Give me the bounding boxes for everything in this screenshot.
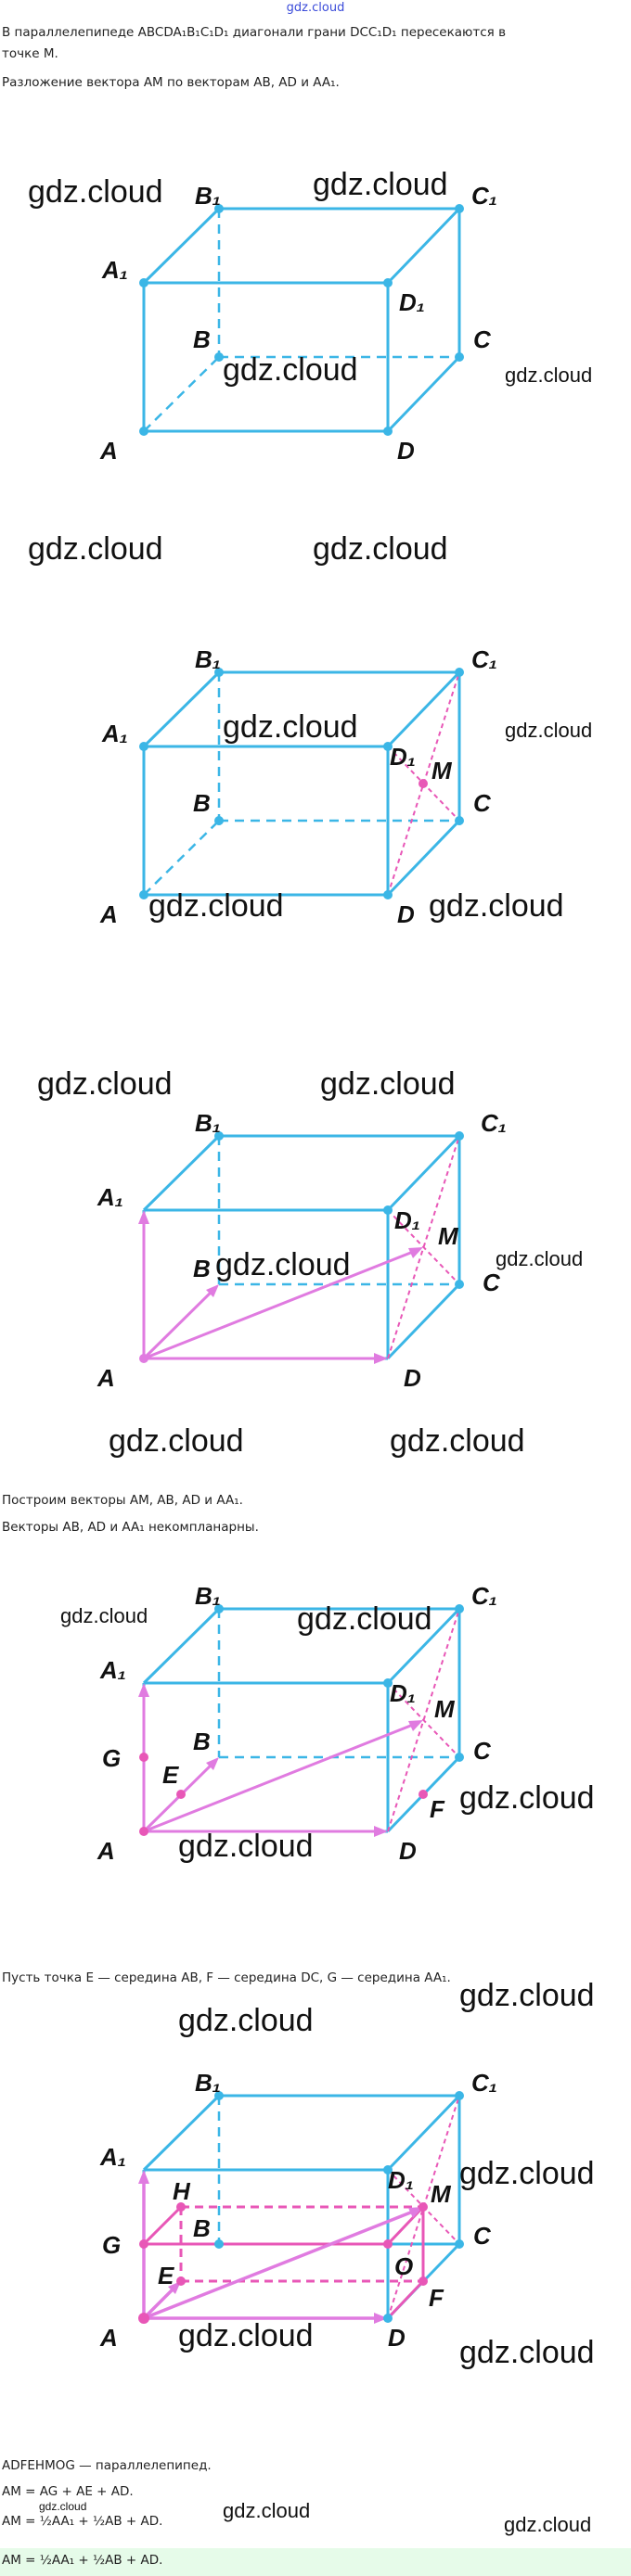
svg-text:C: C	[483, 1269, 501, 1296]
svg-text:D₁: D₁	[390, 743, 416, 771]
text-vectors-line-1: Построим векторы AM, AB, AD и AA₁.	[2, 1493, 243, 1508]
watermark: gdz.cloud	[505, 719, 593, 742]
watermark: gdz.cloud	[178, 2003, 314, 2038]
label-B: B	[193, 325, 211, 353]
watermark: gdz.cloud	[390, 1423, 525, 1459]
site-header[interactable]: gdz.cloud	[286, 1, 345, 15]
svg-text:C: C	[473, 1737, 492, 1765]
svg-text:B: B	[193, 789, 211, 817]
svg-text:A₁: A₁	[101, 720, 128, 747]
intro-line-1: В параллелепипеде ABCDA₁B₁C₁D₁ диагонали…	[2, 25, 507, 40]
svg-text:M: M	[438, 1222, 459, 1250]
watermark: gdz.cloud	[109, 1423, 244, 1459]
svg-text:H: H	[173, 2177, 191, 2205]
svg-text:E: E	[158, 2262, 174, 2289]
intro-line-2: точке M.	[2, 46, 58, 61]
watermark: gdz.cloud	[223, 352, 358, 388]
svg-text:G: G	[102, 1744, 121, 1772]
figure-3-parallelepiped-vectors: A B C D A₁ B₁ C₁ D₁ M	[97, 1109, 507, 1392]
svg-text:F: F	[430, 1795, 445, 1823]
svg-text:O: O	[394, 2252, 413, 2280]
svg-text:B₁: B₁	[195, 645, 221, 673]
svg-text:D: D	[399, 1837, 417, 1865]
watermark: gdz.cloud	[504, 2513, 592, 2536]
svg-text:F: F	[429, 2284, 444, 2312]
figure-4-parallelepiped-midpoints: A B C D A₁ B₁ C₁ D₁ M G E F	[97, 1582, 497, 1865]
watermark: gdz.cloud	[148, 888, 284, 924]
svg-text:C: C	[473, 2222, 492, 2250]
text-midpoints: Пусть точка E — середина AB, F — середин…	[2, 1970, 451, 1985]
watermark: gdz.cloud	[60, 1604, 148, 1627]
watermark: gdz.cloud	[313, 531, 448, 567]
watermark: gdz.cloud	[313, 167, 448, 202]
svg-text:M: M	[431, 757, 453, 784]
watermark: gdz.cloud	[215, 1247, 351, 1282]
text-final-line-3: AM = ½AA₁ + ½AB + AD.	[2, 2514, 163, 2529]
text-final-line-1: ADFEHMOG — параллелепипед.	[2, 2458, 212, 2473]
figure-5-parallelepiped-adfehmog: A B C D A₁ B₁ C₁ D₁ M G E F H O	[99, 2069, 497, 2352]
text-final-line-4: AM = ½AA₁ + ½AB + AD.	[2, 2553, 163, 2568]
watermark: gdz.cloud	[178, 1829, 314, 1864]
svg-text:A₁: A₁	[99, 2143, 126, 2171]
watermark: gdz.cloud	[429, 888, 564, 924]
figure-2-parallelepiped-diagonals: A B C D A₁ B₁ C₁ D₁ M	[99, 645, 497, 928]
svg-text:B₁: B₁	[195, 1582, 221, 1610]
watermark: gdz.cloud	[297, 1601, 432, 1637]
svg-text:D₁: D₁	[390, 1679, 416, 1707]
watermark: gdz.cloud	[39, 2500, 87, 2513]
svg-text:C: C	[473, 789, 492, 817]
label-B1: B₁	[195, 182, 221, 210]
watermark: gdz.cloud	[320, 1066, 456, 1102]
svg-text:A₁: A₁	[97, 1183, 123, 1211]
watermark: gdz.cloud	[178, 2318, 314, 2353]
watermark: gdz.cloud	[37, 1066, 173, 1102]
label-D: D	[397, 437, 415, 465]
svg-text:D: D	[388, 2324, 406, 2352]
figure-1-parallelepiped: A B C D A₁ B₁ C₁ D₁	[99, 182, 497, 465]
svg-text:A: A	[97, 1837, 115, 1865]
watermark: gdz.cloud	[28, 174, 163, 210]
label-D1: D₁	[399, 288, 425, 316]
watermark: gdz.cloud	[459, 2156, 595, 2191]
watermark: gdz.cloud	[505, 363, 593, 387]
svg-text:A: A	[97, 1364, 115, 1392]
svg-text:B₁: B₁	[195, 2069, 221, 2097]
watermark: gdz.cloud	[459, 2335, 595, 2370]
svg-text:B: B	[193, 2214, 211, 2242]
answer-highlight	[0, 2548, 631, 2576]
label-C1: C₁	[471, 182, 497, 210]
svg-text:B: B	[193, 1728, 211, 1755]
watermark: gdz.cloud	[223, 709, 358, 745]
label-A1: A₁	[101, 256, 128, 284]
svg-text:M: M	[431, 2180, 452, 2208]
svg-text:B₁: B₁	[195, 1109, 221, 1137]
svg-text:C₁: C₁	[471, 1582, 497, 1610]
svg-text:A: A	[99, 2324, 118, 2352]
svg-text:C₁: C₁	[481, 1109, 507, 1137]
text-final-line-2: AM = AG + AE + AD.	[2, 2484, 134, 2499]
svg-text:A: A	[99, 900, 118, 928]
watermark: gdz.cloud	[496, 1247, 584, 1270]
svg-text:B: B	[193, 1255, 211, 1282]
svg-text:D₁: D₁	[388, 2166, 414, 2194]
svg-text:C₁: C₁	[471, 2069, 497, 2097]
intro-line-3: Разложение вектора AM по векторам AB, AD…	[2, 75, 340, 90]
text-vectors-line-2: Векторы AB, AD и AA₁ некомпланарны.	[2, 1520, 259, 1535]
watermark: gdz.cloud	[459, 1780, 595, 1816]
svg-text:C₁: C₁	[471, 645, 497, 673]
svg-text:A₁: A₁	[99, 1656, 126, 1684]
svg-text:M: M	[434, 1695, 456, 1723]
watermark: gdz.cloud	[28, 531, 163, 567]
svg-text:G: G	[102, 2231, 121, 2259]
label-C: C	[473, 325, 492, 353]
watermark: gdz.cloud	[459, 1978, 595, 2013]
svg-text:D: D	[404, 1364, 421, 1392]
svg-text:D: D	[397, 900, 415, 928]
label-A: A	[99, 437, 118, 465]
svg-text:D₁: D₁	[394, 1206, 420, 1234]
watermark: gdz.cloud	[223, 2499, 311, 2522]
svg-text:E: E	[162, 1761, 179, 1789]
